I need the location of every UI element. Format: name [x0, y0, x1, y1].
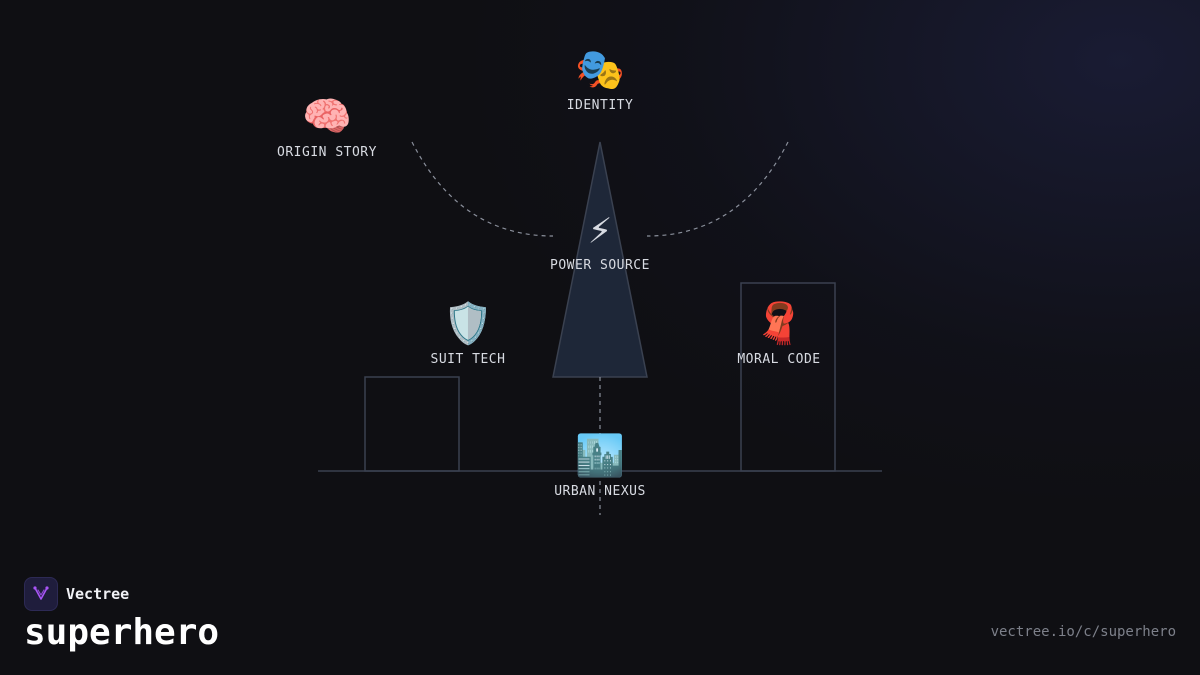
brand-name: Vectree — [66, 585, 130, 603]
node-power-source-label: POWER SOURCE — [550, 258, 650, 273]
node-origin-story[interactable]: 🧠 ORIGIN STORY — [247, 93, 407, 160]
collection-url[interactable]: vectree.io/c/superhero — [990, 624, 1176, 640]
right-dashed-arc — [646, 141, 789, 237]
scarf-icon: 🧣 — [754, 301, 804, 347]
brain-icon: 🧠 — [302, 94, 352, 140]
cityscape-icon: 🏙️ — [575, 433, 625, 479]
node-suit-tech-label: SUIT TECH — [430, 352, 506, 367]
node-identity-label: IDENTITY — [566, 98, 634, 113]
collection-title: superhero — [24, 612, 220, 653]
node-origin-story-label: ORIGIN STORY — [277, 145, 377, 160]
node-suit-tech[interactable]: 🛡️ SUIT TECH — [388, 300, 548, 367]
node-power-source[interactable]: ⚡ POWER SOURCE — [520, 206, 680, 273]
left-building — [364, 376, 460, 472]
right-building — [740, 282, 836, 472]
theater-masks-icon: 🎭 — [575, 47, 625, 93]
left-dashed-arc — [411, 141, 554, 237]
node-moral-code[interactable]: 🧣 MORAL CODE — [699, 300, 859, 367]
node-urban-nexus[interactable]: 🏙️ URBAN NEXUS — [520, 432, 680, 499]
node-urban-nexus-label: URBAN NEXUS — [554, 484, 646, 499]
node-identity[interactable]: 🎭 IDENTITY — [520, 46, 680, 113]
brand[interactable]: Vectree — [24, 577, 129, 611]
vectree-fork-icon — [24, 577, 58, 611]
node-moral-code-label: MORAL CODE — [737, 352, 821, 367]
shield-icon: 🛡️ — [443, 301, 493, 347]
lightning-bolt-icon: ⚡ — [587, 207, 613, 253]
